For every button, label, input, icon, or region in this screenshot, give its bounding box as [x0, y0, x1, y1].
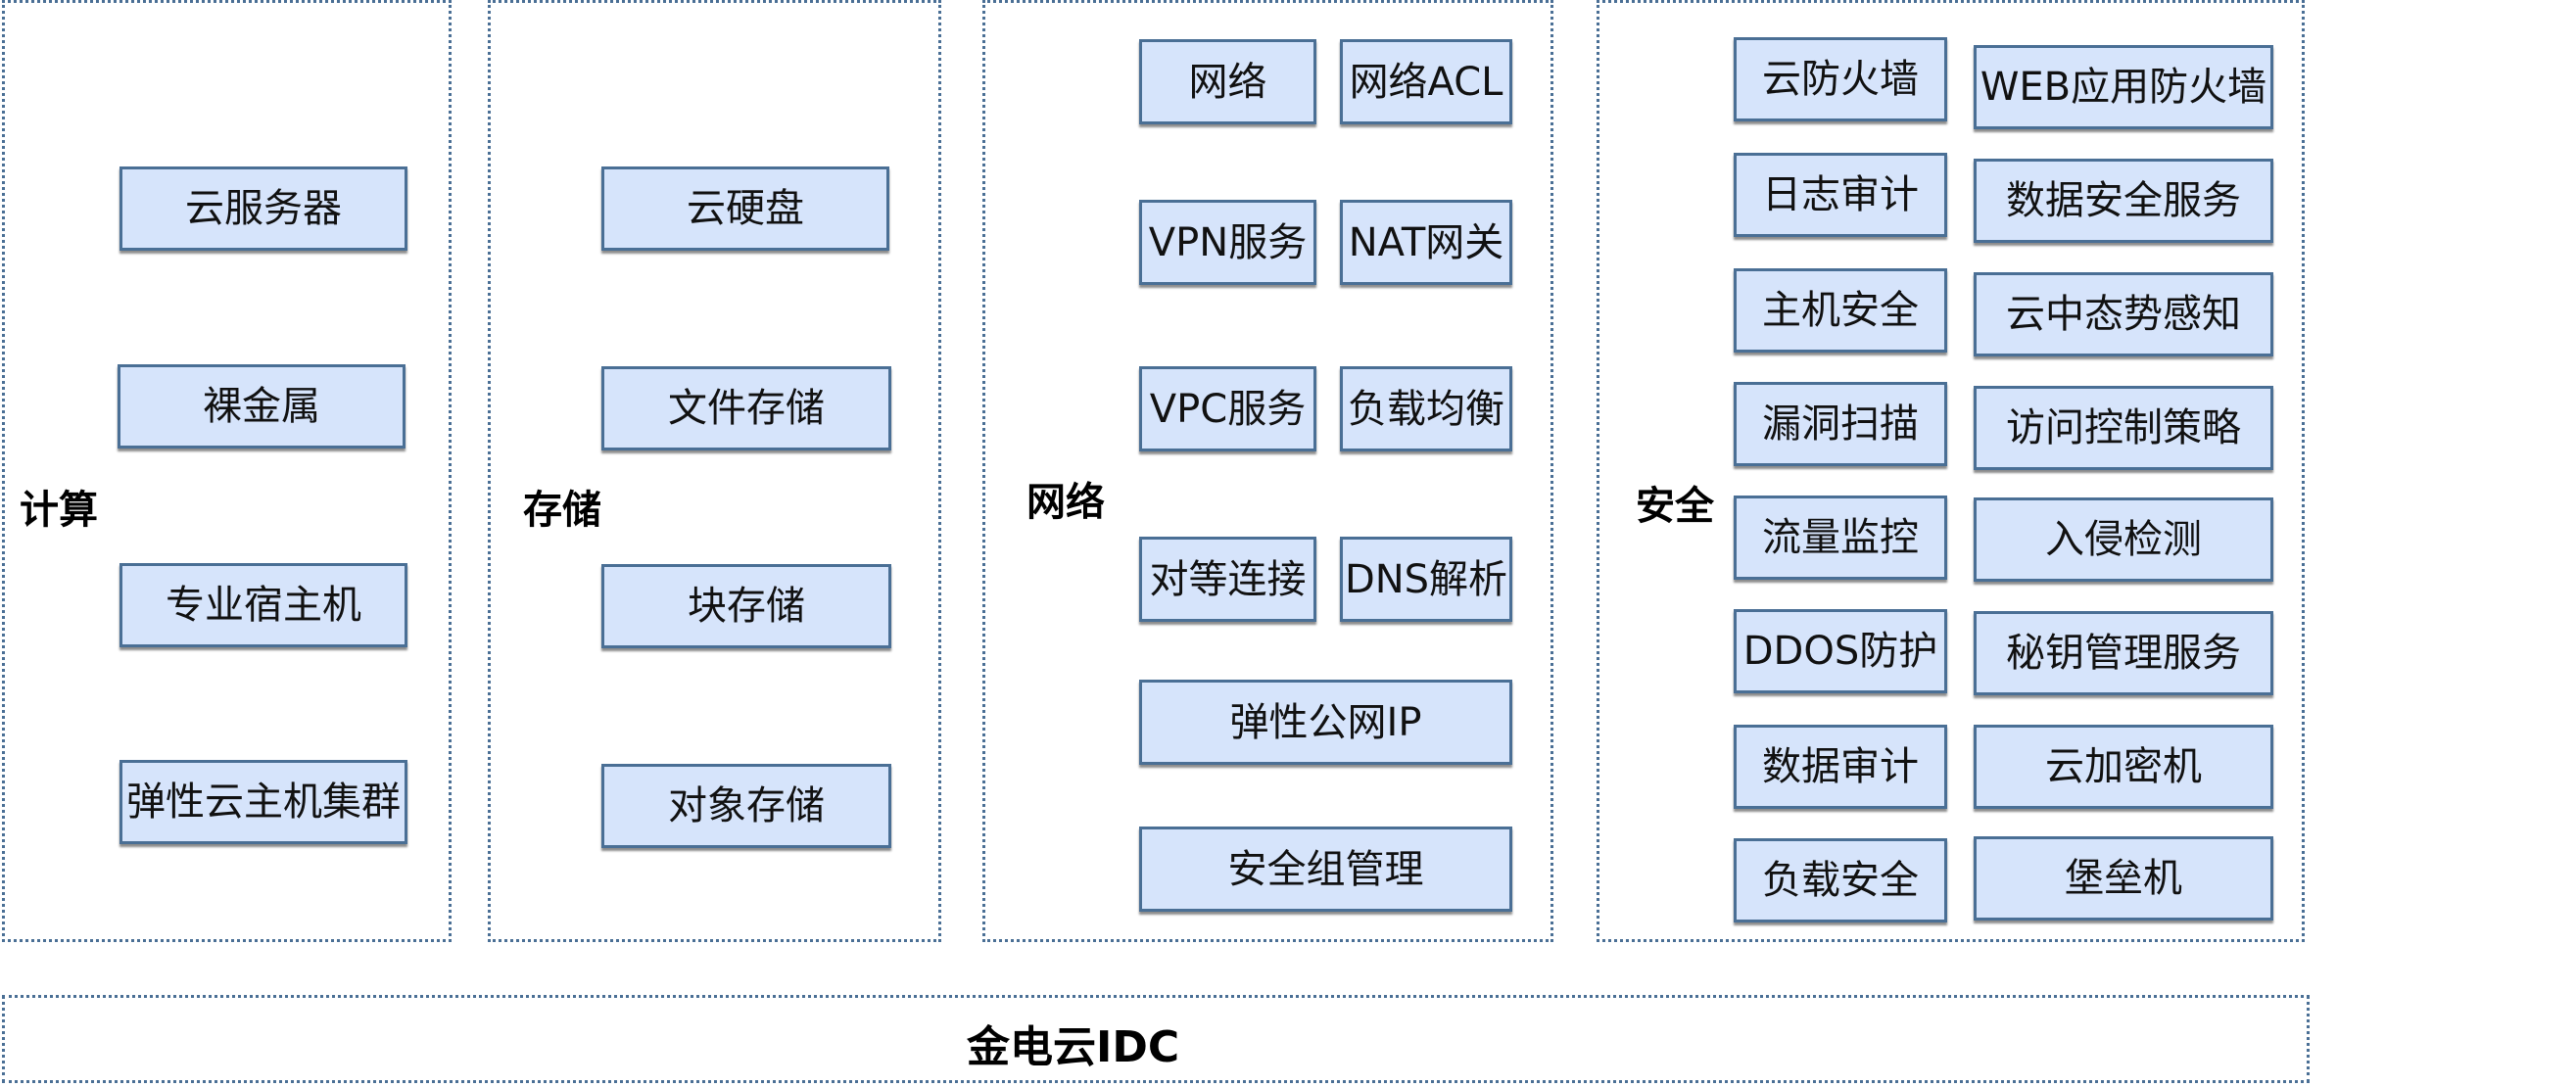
- security-group-label: 安全: [1636, 484, 1714, 529]
- service-box-intrusion-detection: 入侵检测: [1974, 497, 2273, 582]
- service-box-object-storage: 对象存储: [601, 764, 891, 848]
- service-box-kms: 秘钥管理服务: [1974, 611, 2273, 695]
- service-box-cloud-hsm: 云加密机: [1974, 725, 2273, 809]
- service-box-network-acl: 网络ACL: [1340, 39, 1512, 124]
- service-box-elastic-ip: 弹性公网IP: [1139, 680, 1512, 765]
- service-box-data-security: 数据安全服务: [1974, 159, 2273, 243]
- service-box-log-audit: 日志审计: [1734, 153, 1947, 237]
- service-box-vuln-scan: 漏洞扫描: [1734, 382, 1947, 466]
- service-box-dedicated-host: 专业宿主机: [119, 563, 407, 647]
- service-box-cloud-server: 云服务器: [119, 166, 407, 251]
- service-box-elastic-cluster: 弹性云主机集群: [119, 760, 407, 844]
- network-group: [982, 0, 1553, 942]
- service-box-workload-security: 负载安全: [1734, 838, 1947, 922]
- compute-group: [2, 0, 452, 942]
- service-box-block-storage: 块存储: [601, 564, 891, 648]
- service-box-security-group: 安全组管理: [1139, 827, 1512, 912]
- storage-group: [488, 0, 941, 942]
- idc-foundation-label: 金电云IDC: [967, 1022, 1180, 1072]
- service-box-nat-gateway: NAT网关: [1340, 200, 1512, 285]
- service-box-vpc: VPC服务: [1139, 366, 1316, 451]
- idc-foundation-bar: [2, 995, 2310, 1083]
- service-box-waf: WEB应用防火墙: [1974, 45, 2273, 129]
- service-box-cloud-disk: 云硬盘: [601, 166, 889, 251]
- compute-group-label: 计算: [20, 488, 98, 533]
- service-box-dns: DNS解析: [1340, 537, 1512, 622]
- service-box-access-control: 访问控制策略: [1974, 386, 2273, 470]
- storage-group-label: 存储: [523, 488, 601, 533]
- security-group: [1597, 0, 2305, 942]
- service-box-load-balancer: 负载均衡: [1340, 366, 1512, 451]
- service-box-situation-awareness: 云中态势感知: [1974, 272, 2273, 356]
- service-box-bare-metal: 裸金属: [118, 364, 405, 449]
- service-box-network: 网络: [1139, 39, 1316, 124]
- service-box-data-audit: 数据审计: [1734, 725, 1947, 809]
- service-box-cloud-firewall: 云防火墙: [1734, 37, 1947, 121]
- service-box-file-storage: 文件存储: [601, 366, 891, 450]
- service-box-traffic-monitor: 流量监控: [1734, 496, 1947, 580]
- service-box-host-security: 主机安全: [1734, 268, 1947, 353]
- service-box-bastion-host: 堡垒机: [1974, 836, 2273, 921]
- service-box-peering: 对等连接: [1139, 537, 1316, 622]
- service-box-vpn: VPN服务: [1139, 200, 1316, 285]
- service-box-ddos: DDOS防护: [1734, 609, 1947, 693]
- network-group-label: 网络: [1026, 480, 1105, 525]
